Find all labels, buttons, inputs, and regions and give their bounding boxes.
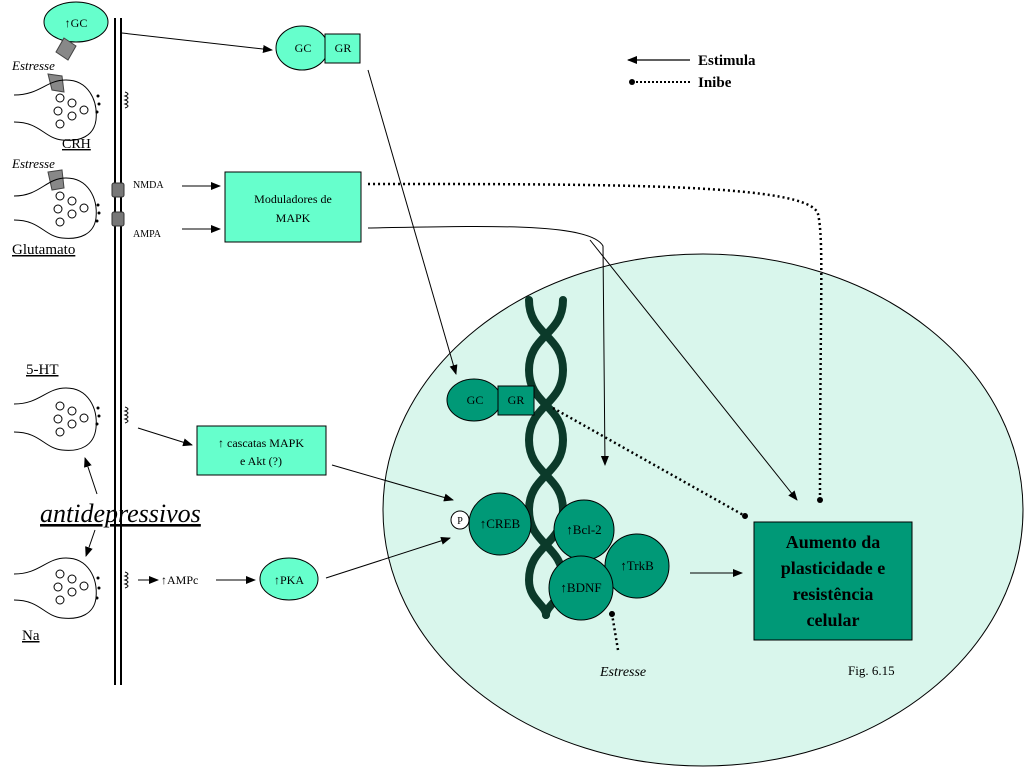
modulators-to-outcome-arrow [589, 239, 798, 501]
outcome-line2: plasticidade e [781, 558, 886, 578]
outcome-box [753, 521, 913, 641]
bdnf-label: ↑BDNF [560, 580, 601, 595]
gc-to-gcgr-arrow [121, 32, 273, 53]
cascades-to-creb-arrow [331, 464, 454, 502]
gcgr-inhibit-outcome [552, 406, 748, 519]
ampa-label: AMPA [133, 229, 162, 240]
bcl2-label: ↑Bcl-2 [566, 522, 601, 537]
serotonin-label: 5-HT [26, 362, 59, 378]
gr-label: GR [335, 41, 352, 55]
cascades-box [196, 425, 327, 476]
nucleus-stress-label: Estresse [599, 665, 646, 680]
serotonin-to-cascades-arrow [137, 427, 193, 447]
gr-node [324, 33, 361, 64]
trkb-label: ↑TrkB [620, 558, 654, 573]
gc-nucleus-label: GC [467, 393, 484, 407]
creb-node [468, 492, 532, 556]
stress-arrow-1 [55, 37, 77, 61]
modulators-to-bcl2-arrow [367, 225, 609, 466]
stress-inhibit-bdnf [609, 611, 620, 651]
gc-label: GC [295, 41, 312, 55]
gr-nucleus-node [497, 385, 535, 416]
legend: Estimula Inibe [627, 53, 756, 91]
gr-nucleus-label: GR [508, 393, 525, 407]
ampa-receptor [111, 211, 125, 227]
gc-top-node [43, 1, 109, 43]
antidepressants-to-serotonin-arrow [84, 457, 98, 495]
serotonin-neuron [13, 387, 129, 451]
pka-to-creb-arrow [325, 536, 451, 579]
mapk-modulators-line1: Moduladores de [254, 192, 332, 206]
outcome-line4: celular [807, 610, 860, 630]
cascades-line2: e Akt (?) [240, 454, 282, 468]
mapk-modulators-box [224, 171, 362, 243]
gc-top-label: ↑GC [65, 16, 88, 30]
stress-label-2: Estresse [11, 156, 55, 171]
nmda-receptor [111, 182, 125, 198]
glutamate-label: Glutamato [12, 242, 75, 258]
stress-label-1: Estresse [11, 58, 55, 73]
creb-label: ↑CREB [480, 516, 521, 531]
glutamate-neuron [13, 177, 101, 239]
antidepressants-label: antidepressivos [40, 499, 201, 528]
figure-label: Fig. 6.15 [848, 663, 895, 678]
na-neuron [13, 557, 129, 619]
crh-neuron [13, 79, 129, 141]
outcome-line1: Aumento da [786, 532, 881, 552]
antidepressants-to-na-arrow [85, 529, 96, 557]
bdnf-node [548, 555, 614, 621]
na-label: Na [22, 628, 40, 644]
gcgr-to-nucleus-arrow [367, 69, 458, 375]
trkb-node [604, 533, 670, 599]
legend-inhibits-label: Inibe [698, 75, 732, 91]
phospho-label: P [457, 516, 463, 527]
outcome-line3: resistência [793, 584, 874, 604]
crh-label: CRH [62, 137, 91, 152]
mapk-modulators-line2: MAPK [276, 211, 311, 225]
pka-label: ↑PKA [274, 573, 304, 587]
camp-label: ↑AMPc [161, 573, 198, 587]
stress-arrow-1b [47, 73, 65, 93]
cascades-line1: ↑ cascatas MAPK [218, 436, 304, 450]
legend-stimulates-label: Estimula [698, 53, 756, 69]
pka-node [259, 557, 319, 601]
cell-membrane [114, 18, 122, 685]
nmda-label: NMDA [133, 180, 164, 191]
